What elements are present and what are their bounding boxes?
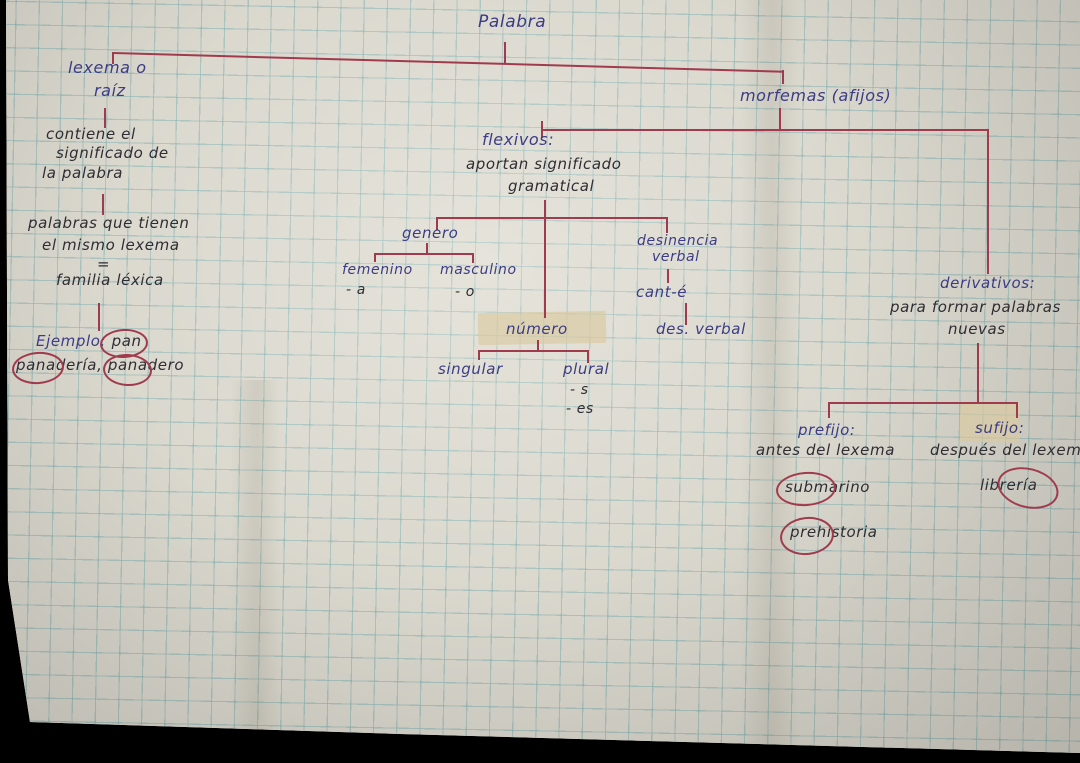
connector-femenino-drop — [374, 253, 376, 262]
ejemplo-label: Ejemplo: — [36, 332, 107, 350]
desinencia-example: cant-é — [636, 283, 688, 301]
node-palabra: Palabra — [478, 12, 547, 32]
connector-lexema-v1 — [104, 108, 106, 128]
derivativos-definition-line1: para formar palabras — [890, 298, 1061, 316]
familia-lexica-equals: = — [97, 255, 111, 273]
prefijo-example1-circled: sub — [785, 478, 814, 496]
derivativos-definition-line2: nuevas — [948, 320, 1006, 338]
connector-desinencia-v2 — [685, 303, 687, 325]
derived-word1-circled-part: pan — [16, 356, 47, 374]
node-numero: número — [506, 320, 568, 338]
connector-morfemas-v — [779, 108, 781, 130]
paper-crease — [230, 380, 280, 753]
femenino-morpheme: - a — [346, 282, 366, 298]
connector-sufijo-drop — [1016, 402, 1018, 418]
node-desinencia-line2: verbal — [652, 249, 700, 265]
plural-morpheme-s: - s — [570, 382, 589, 398]
lexema-definition-line3: la palabra — [42, 164, 124, 182]
node-derivativos: derivativos: — [940, 274, 1036, 292]
derived-word2-rest: adero — [137, 356, 185, 374]
node-desinencia-line1: desinencia — [637, 233, 719, 249]
flexivos-definition-line1: aportan significado — [466, 155, 622, 173]
connector-morfemas-drop — [782, 70, 784, 84]
connector-singular-drop — [478, 350, 480, 360]
connector-flexivos-corner — [541, 121, 543, 138]
connector-morfemas-horizontal — [541, 129, 989, 131]
connector-genero-drop — [436, 217, 438, 230]
ejemplo-root-word: pan — [111, 332, 142, 350]
node-morfemas: morfemas (afijos) — [740, 86, 892, 105]
prefijo-example2-rest: historia — [816, 523, 878, 541]
connector-derivativos-bracket — [829, 402, 1018, 404]
connector-plural-drop — [587, 350, 589, 363]
node-masculino: masculino — [440, 262, 517, 278]
connector-lexema-v2 — [102, 194, 104, 215]
prefijo-example1-rest: marino — [813, 478, 871, 496]
connector-lexema-drop — [112, 52, 114, 64]
node-femenino: femenino — [342, 262, 413, 278]
node-lexema-line2: raíz — [94, 81, 126, 100]
connector-genero-bracket — [375, 253, 474, 255]
connector-masculino-drop — [472, 253, 474, 263]
connector-desinencia-v1 — [667, 269, 669, 283]
derived-word2-circled-part: pan — [107, 356, 138, 374]
connector-numero-tick — [537, 340, 539, 351]
masculino-morpheme: - o — [455, 284, 475, 300]
connector-flexivos-center-v — [544, 200, 546, 318]
derived-word1-rest: adería, — [46, 356, 103, 374]
plural-morpheme-es: - es — [566, 401, 594, 417]
familia-lexica-line1: palabras que tienen — [28, 214, 190, 232]
familia-lexica-line4: familia léxica — [56, 271, 164, 289]
sufijo-example-circled: ería — [1006, 476, 1038, 494]
node-plural: plural — [563, 360, 610, 378]
familia-lexica-line2: el mismo lexema — [42, 236, 180, 254]
sufijo-definition: después del lexema — [930, 441, 1080, 459]
connector-desinencia-drop — [666, 217, 668, 233]
connector-genero-tick — [426, 243, 428, 254]
desinencia-note: des. verbal — [656, 320, 746, 338]
lexema-definition-line2: significado de — [56, 144, 169, 162]
sufijo-example-start: libr — [980, 476, 1007, 494]
node-prefijo: prefijo: — [798, 421, 856, 439]
connector-numero-bracket — [479, 350, 589, 352]
node-sufijo: sufijo: — [975, 419, 1025, 437]
node-genero: genero — [402, 224, 459, 242]
connector-root-drop — [504, 42, 506, 64]
connector-derivativos-long-v — [987, 129, 989, 274]
connector-derivativos-tick — [977, 343, 979, 404]
prefijo-definition: antes del lexema — [756, 441, 895, 459]
node-singular: singular — [438, 360, 503, 378]
connector-lexema-v3 — [98, 303, 100, 331]
connector-flexivos-bracket — [437, 217, 668, 219]
flexivos-definition-line2: gramatical — [508, 177, 595, 195]
prefijo-example2-circled: pre — [790, 523, 817, 541]
paper-crease — [740, 0, 800, 753]
lexema-definition-line1: contiene el — [46, 125, 136, 143]
connector-prefijo-drop — [828, 402, 830, 418]
node-flexivos: flexivos: — [482, 130, 555, 149]
node-lexema-line1: lexema o — [68, 58, 147, 77]
